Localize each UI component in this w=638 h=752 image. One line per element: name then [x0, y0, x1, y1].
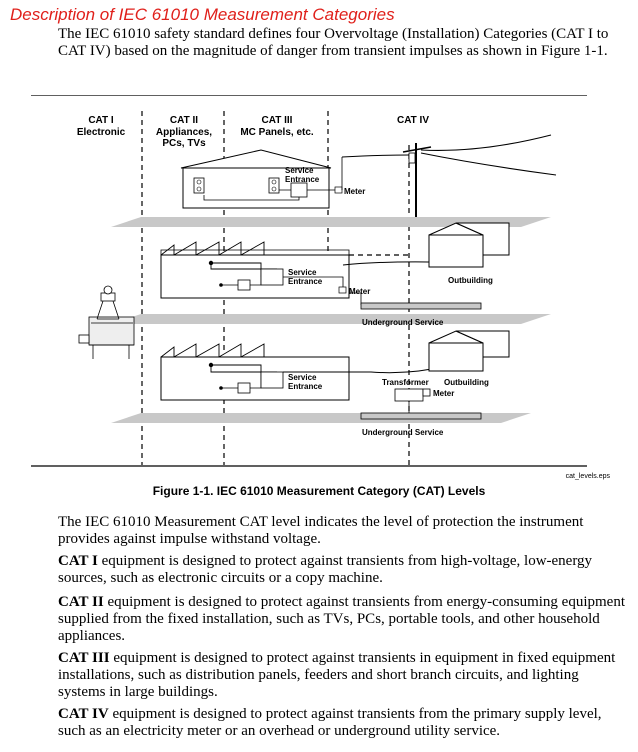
- outbuilding-label-2: Outbuilding: [444, 378, 489, 387]
- cat1-title: CAT I: [88, 115, 114, 126]
- service-entrance-label-2b: Entrance: [288, 277, 323, 286]
- body-paragraph-1: The IEC 61010 Measurement CAT level indi…: [58, 514, 584, 547]
- cat4-paragraph: CAT IV equipment is designed to protect …: [58, 706, 628, 740]
- intro-paragraph: The IEC 61010 safety standard defines fo…: [58, 26, 609, 59]
- cat3-paragraph: CAT III equipment is designed to protect…: [58, 650, 628, 701]
- outbuilding-illustration: [428, 222, 510, 268]
- outbuilding-label-1: Outbuilding: [448, 276, 493, 285]
- cat4-term: CAT IV: [58, 706, 109, 722]
- service-entrance-label-1b: Entrance: [285, 175, 320, 184]
- service-entrance-label-2: Service: [288, 268, 317, 277]
- cat2-paragraph: CAT II equipment is designed to protect …: [58, 594, 628, 645]
- underground-conduit-1: [360, 302, 482, 310]
- meter-label-1: Meter: [344, 187, 365, 196]
- figure-file-label: cat_levels.eps: [565, 473, 610, 480]
- transformer-illustration: [394, 388, 431, 413]
- cat2-subtitle-2: PCs, TVs: [162, 138, 206, 149]
- meter-label-3: Meter: [433, 389, 454, 398]
- cat4-title: CAT IV: [397, 115, 429, 126]
- cat-levels-figure: CAT I Electronic CAT II Appliances, PCs,…: [31, 95, 587, 467]
- cat1-paragraph: CAT I equipment is designed to protect a…: [58, 553, 628, 587]
- transformer-label: Transformer: [382, 378, 429, 387]
- underground-conduit-2: [360, 412, 482, 420]
- cat2-term: CAT II: [58, 594, 104, 610]
- cat3-title: CAT III: [262, 115, 293, 126]
- underground-service-label-2: Underground Service: [362, 428, 444, 437]
- building-illustration: [111, 241, 551, 324]
- utility-pole-illustration: [341, 134, 557, 217]
- house-illustration: [111, 149, 551, 227]
- outbuilding-illustration-2: [428, 330, 510, 372]
- section-heading: Description of IEC 61010 Measurement Cat…: [10, 5, 395, 24]
- meter-label-2: Meter: [349, 287, 370, 296]
- cat3-subtitle: MC Panels, etc.: [240, 127, 314, 138]
- cat2-title: CAT II: [170, 115, 198, 126]
- cat2-description: equipment is designed to protect against…: [58, 594, 625, 644]
- cat4-description: equipment is designed to protect against…: [58, 706, 602, 739]
- cat1-description: equipment is designed to protect against…: [58, 553, 593, 586]
- cat3-description: equipment is designed to protect against…: [58, 650, 616, 700]
- service-entrance-label-1: Service: [285, 166, 314, 175]
- underground-service-label-1: Underground Service: [362, 318, 444, 327]
- cat1-term: CAT I: [58, 553, 98, 569]
- figure-caption: Figure 1-1. IEC 61010 Measurement Catego…: [152, 484, 486, 498]
- cat3-term: CAT III: [58, 650, 110, 666]
- service-entrance-label-3b: Entrance: [288, 382, 323, 391]
- cat1-subtitle: Electronic: [77, 127, 126, 138]
- service-entrance-label-3: Service: [288, 373, 317, 382]
- cat2-subtitle: Appliances,: [156, 127, 212, 138]
- copier-operator-illustration: [78, 285, 135, 359]
